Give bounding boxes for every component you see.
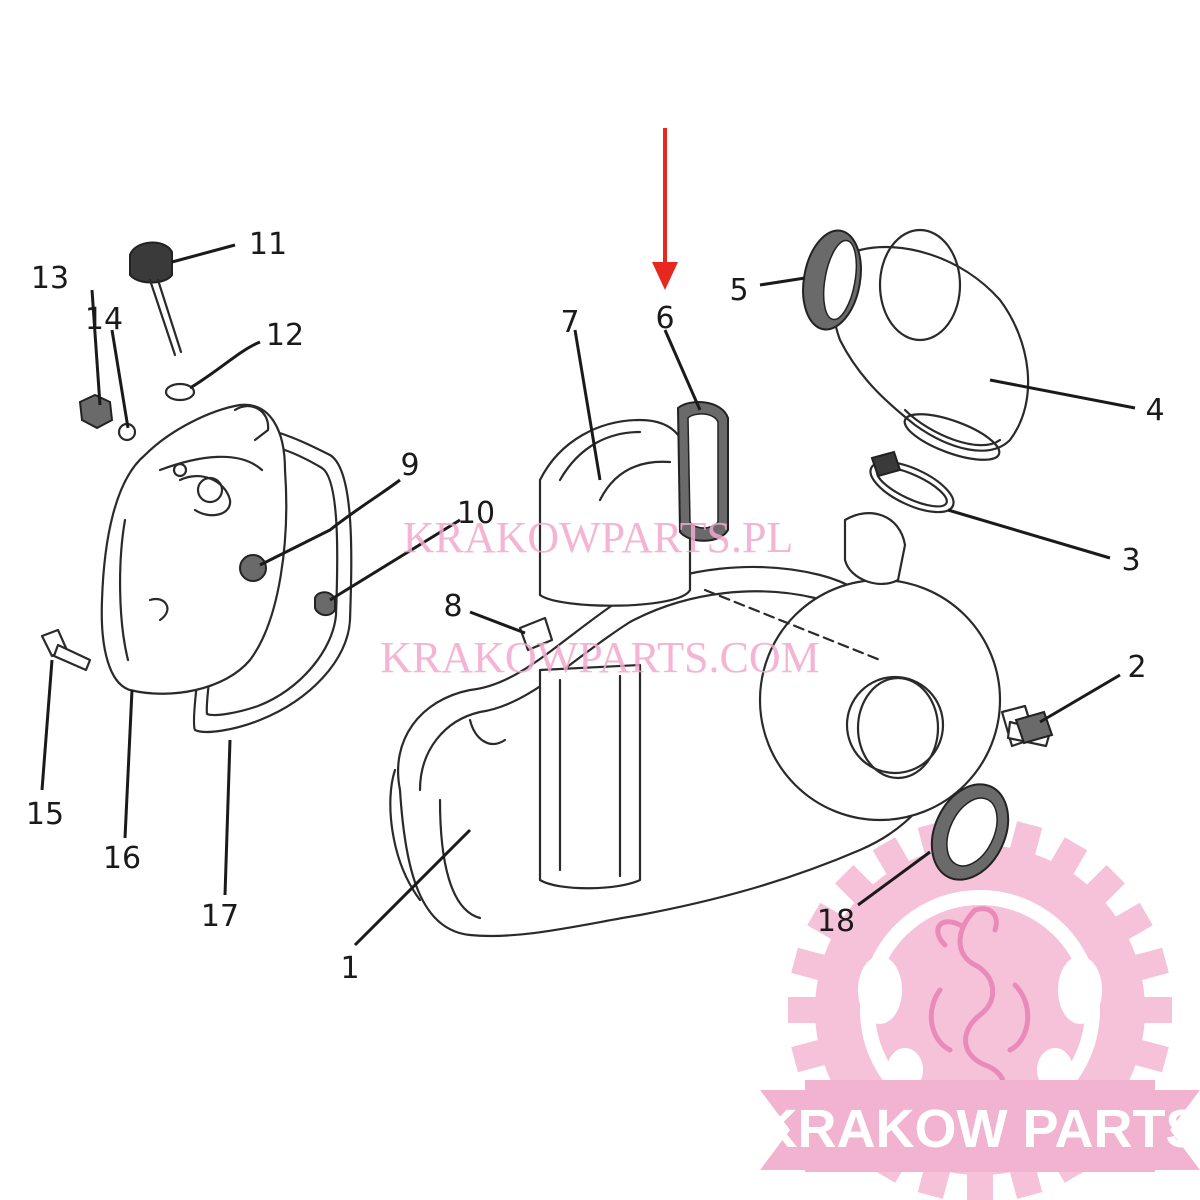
callout-15: 15 bbox=[26, 797, 64, 832]
callout-14: 14 bbox=[85, 302, 123, 337]
watermark-line-1: KRAKOWPARTS.PL bbox=[403, 513, 794, 562]
callout-16: 16 bbox=[103, 841, 141, 876]
dipstick bbox=[129, 241, 183, 357]
drain-plug bbox=[78, 393, 114, 430]
bolt-right bbox=[1000, 704, 1054, 748]
callout-8: 8 bbox=[443, 589, 462, 624]
logo-banner: KRAKOW PARTS bbox=[759, 1080, 1200, 1172]
callout-13: 13 bbox=[31, 261, 69, 296]
callout-5: 5 bbox=[729, 273, 748, 308]
crankcase-cover bbox=[100, 403, 288, 695]
main-cover bbox=[389, 228, 1054, 938]
grommet bbox=[314, 591, 336, 616]
callout-17: 17 bbox=[201, 899, 239, 934]
callout-12: 12 bbox=[266, 318, 304, 353]
hose-clamp-bottom bbox=[869, 450, 955, 514]
callout-10: 10 bbox=[457, 496, 495, 531]
watermark: KRAKOWPARTS.PL KRAKOWPARTS.COM bbox=[380, 513, 819, 682]
callout-7: 7 bbox=[560, 305, 579, 340]
callout-1: 1 bbox=[340, 951, 359, 986]
callout-9: 9 bbox=[400, 448, 419, 483]
leader-lines bbox=[40, 128, 1136, 947]
intake-elbow bbox=[831, 246, 1030, 452]
screw bbox=[518, 616, 554, 652]
callout-18: 18 bbox=[817, 904, 855, 939]
callout-2: 2 bbox=[1127, 650, 1146, 685]
callout-numbers: 1 2 3 4 5 6 7 8 9 10 11 12 13 14 15 16 1… bbox=[26, 227, 1165, 986]
krakow-parts-logo: KRAKOW PARTS bbox=[759, 818, 1200, 1200]
crankcase-cover-assembly bbox=[100, 403, 353, 734]
watermark-line-2: KRAKOWPARTS.COM bbox=[380, 633, 819, 682]
callout-6: 6 bbox=[655, 301, 674, 336]
oil-seal bbox=[239, 554, 267, 582]
hose-clamp-top bbox=[802, 229, 862, 331]
seal-ring bbox=[930, 783, 1010, 881]
fan-housing bbox=[758, 578, 1002, 822]
callout-11: 11 bbox=[249, 227, 287, 262]
o-ring bbox=[164, 382, 196, 402]
dragon-icon bbox=[928, 906, 1031, 1103]
callout-3: 3 bbox=[1121, 543, 1140, 578]
logo-text: KRAKOW PARTS bbox=[759, 1099, 1200, 1159]
callout-4: 4 bbox=[1145, 393, 1164, 428]
bolt-left bbox=[40, 628, 92, 672]
